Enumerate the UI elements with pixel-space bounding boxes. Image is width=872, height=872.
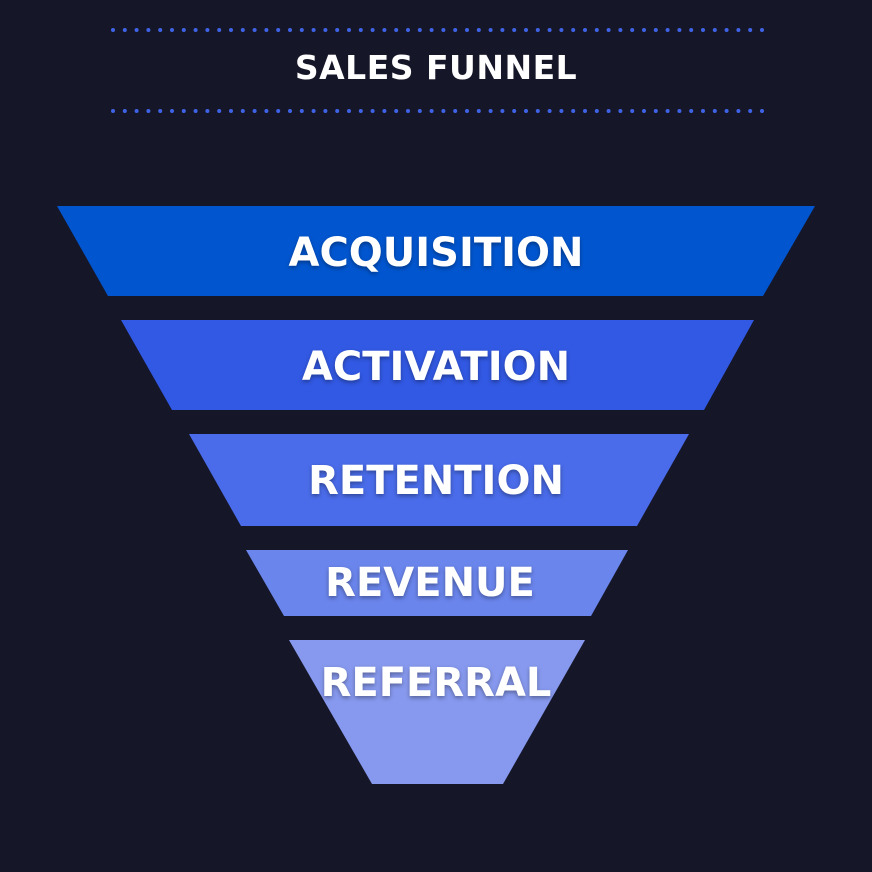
stage-label-retention: RETENTION [308, 458, 564, 504]
stage-label-activation: ACTIVATION [301, 344, 571, 390]
funnel-segment-referral [289, 640, 585, 784]
top-dotted-divider [111, 28, 765, 32]
bottom-dotted-divider [111, 109, 765, 113]
stage-label-referral: REFERRAL [320, 660, 552, 706]
funnel-segment-acquisition [57, 206, 815, 296]
stage-label-acquisition: ACQUISITION [288, 230, 584, 276]
page-title: SALES FUNNEL [294, 48, 578, 87]
stage-label-revenue: REVENUE [325, 560, 535, 606]
funnel-segment-retention [189, 434, 689, 526]
funnel-segment-revenue [246, 550, 628, 616]
funnel-segment-activation [121, 320, 754, 410]
